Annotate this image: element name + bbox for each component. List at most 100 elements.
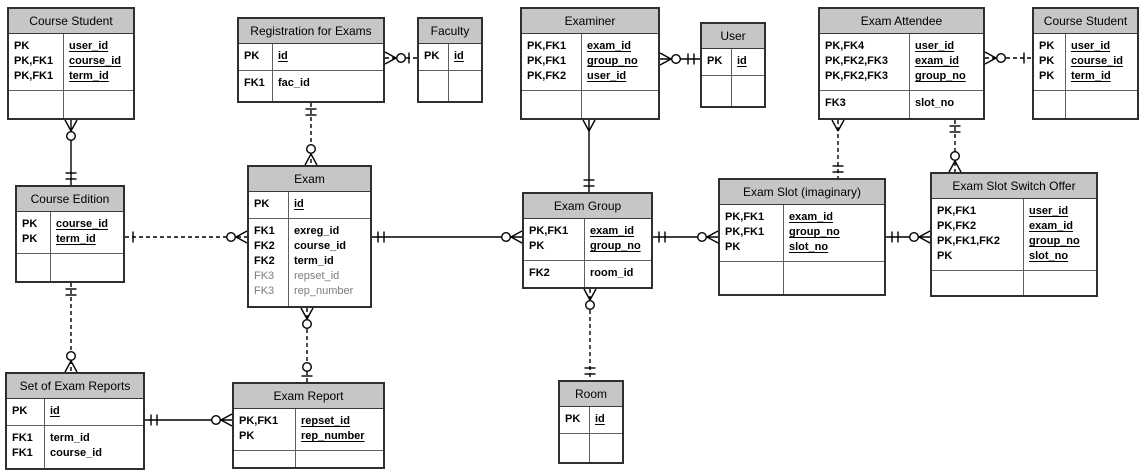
entity-title: Faculty xyxy=(419,19,481,44)
entity-title: Exam Attendee xyxy=(820,9,983,34)
key-label: PK xyxy=(529,240,545,252)
attribute-section: PK PK course_id term_id xyxy=(17,212,123,254)
attribute-section xyxy=(1034,91,1137,118)
key-column: PK xyxy=(702,49,732,75)
attribute-name: group_no xyxy=(587,55,638,67)
attribute-column: room_id xyxy=(585,261,651,287)
key-column xyxy=(932,271,1024,295)
key-column: PK xyxy=(239,44,273,70)
attribute-name: group_no xyxy=(590,240,641,252)
attribute-name: course_id xyxy=(294,240,346,252)
relationship-exam-attendee--exam-slot-switch-offer xyxy=(948,120,962,173)
relationship-registration-for-exams--faculty xyxy=(384,51,417,65)
key-label: PK xyxy=(725,241,741,253)
key-label: FK2 xyxy=(529,267,550,279)
relationship-examiner--user xyxy=(659,52,700,66)
attribute-name: fac_id xyxy=(278,77,310,89)
attribute-name: user_id xyxy=(69,40,109,52)
attribute-name: id xyxy=(595,413,605,425)
attribute-name: group_no xyxy=(789,226,840,238)
key-label: PK,FK1 xyxy=(527,40,567,52)
key-label: PK,FK1 xyxy=(937,205,977,217)
attribute-column: id xyxy=(449,44,481,70)
key-column xyxy=(720,262,784,294)
key-column: PK xyxy=(560,407,590,433)
attribute-name: user_id xyxy=(587,70,627,82)
key-label: FK2 xyxy=(254,240,275,252)
key-label: PK,FK1 xyxy=(529,225,569,237)
attribute-section xyxy=(720,262,884,294)
attribute-name: term_id xyxy=(69,70,109,82)
key-label: PK xyxy=(22,218,38,230)
attribute-name: room_id xyxy=(590,267,634,279)
attribute-section xyxy=(419,71,481,101)
key-label: PK,FK1 xyxy=(527,55,567,67)
key-column xyxy=(419,71,449,101)
attribute-name: course_id xyxy=(50,447,102,459)
attribute-column xyxy=(732,76,764,106)
attribute-section: FK1 fac_id xyxy=(239,71,383,101)
attribute-section xyxy=(932,271,1096,295)
key-label: PK,FK2,FK3 xyxy=(825,55,888,67)
attribute-name: term_id xyxy=(50,432,90,444)
key-column xyxy=(17,254,51,281)
attribute-name: course_id xyxy=(56,218,108,230)
attribute-name: slot_no xyxy=(789,241,829,253)
entity-title: Exam Slot Switch Offer xyxy=(932,174,1096,199)
relationship-exam-attendee--exam-slot xyxy=(831,119,845,178)
attribute-name: term_id xyxy=(56,233,96,245)
key-label: FK1 xyxy=(12,447,33,459)
attribute-name: group_no xyxy=(1029,235,1080,247)
entity-title: Exam Report xyxy=(234,384,383,409)
attribute-column: id xyxy=(273,44,383,70)
key-label: PK,FK1 xyxy=(725,211,765,223)
attribute-name: user_id xyxy=(915,40,955,52)
attribute-name: exreg_id xyxy=(294,225,340,237)
key-label: PK xyxy=(22,233,38,245)
attribute-column: slot_no xyxy=(910,91,983,118)
entity-title: Room xyxy=(560,382,622,407)
relationship-exam--exam-group xyxy=(372,230,523,244)
key-label: PK xyxy=(1039,70,1055,82)
key-label: FK1 xyxy=(244,77,265,89)
key-column xyxy=(1034,91,1066,118)
key-label: PK,FK2,FK3 xyxy=(825,70,888,82)
key-column: FK1 xyxy=(239,71,273,101)
key-column xyxy=(522,91,582,118)
attribute-column: id xyxy=(289,192,370,218)
key-column: FK2 xyxy=(524,261,585,287)
attribute-name: exam_id xyxy=(789,211,834,223)
key-label: PK,FK1 xyxy=(14,55,54,67)
attribute-name: repset_id xyxy=(294,270,340,282)
attribute-column: course_id term_id xyxy=(51,212,123,253)
attribute-column: id xyxy=(590,407,622,433)
